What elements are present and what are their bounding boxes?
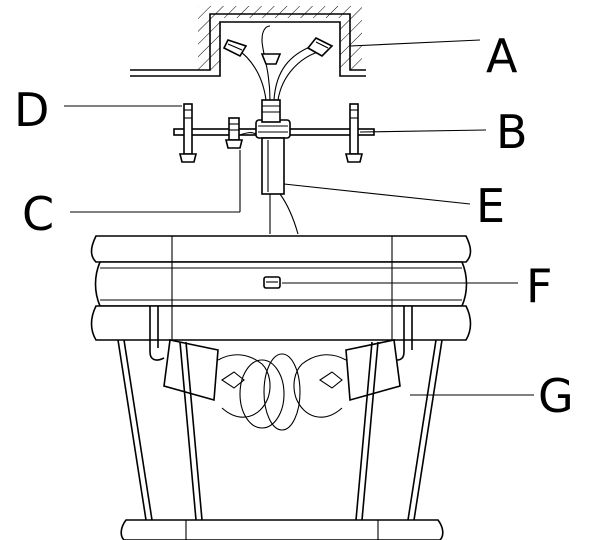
leader-A [349,39,481,47]
label-E: E [476,179,505,233]
mounting-crossbar [173,119,375,139]
label-F: F [526,259,552,313]
fixture-canopy [90,235,472,341]
decorative-scroll [163,339,401,431]
glass-panel-frame [117,339,444,540]
leader-B [359,129,487,133]
wire-connectors [222,25,334,101]
leader-E [283,183,471,205]
threaded-nipple [261,99,299,235]
mounting-screw-left [178,103,198,163]
label-A: A [486,29,518,83]
wire-nut-right [306,36,334,57]
label-G: G [538,369,574,423]
ground-screw [224,117,257,149]
label-C: C [22,187,54,241]
label-B: B [496,105,528,159]
wire-nut-left [222,39,248,58]
ceiling-junction-box [130,6,366,77]
leader-lines [64,39,534,396]
mounting-screw-right [344,103,364,163]
label-D: D [14,83,49,137]
wire-nut-center [260,53,282,65]
